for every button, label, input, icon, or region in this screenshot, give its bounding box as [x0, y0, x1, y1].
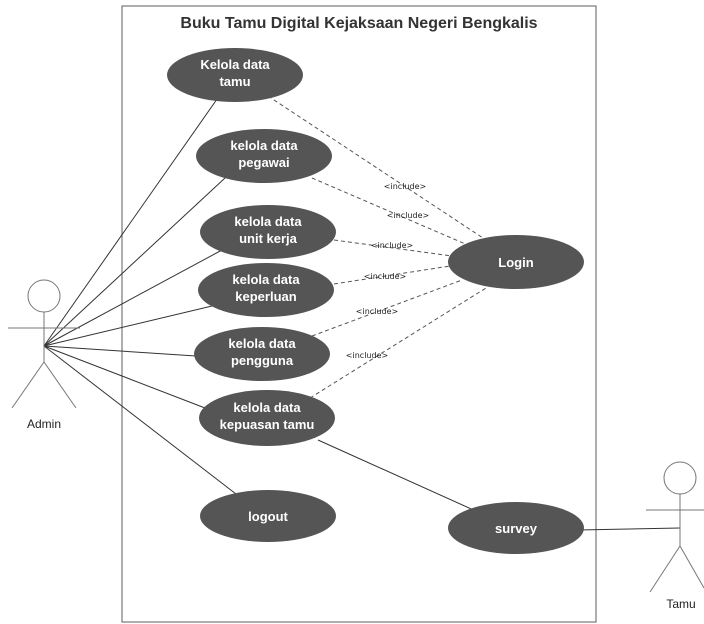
include-label-6: <include> — [346, 351, 388, 360]
usecase-survey: survey — [448, 502, 584, 554]
assoc-admin-kelola-pegawai — [43, 177, 226, 347]
include-label-1: <include> — [384, 182, 426, 191]
usecase-kelola-data-pegawai: kelola data pegawai — [196, 129, 332, 183]
assoc-tamu-survey — [577, 527, 681, 531]
usecase-label-line2: keperluan — [235, 289, 296, 304]
include-relations — [267, 95, 487, 399]
assoc-admin-logout — [43, 345, 237, 495]
usecase-label-line2: pengguna — [231, 353, 294, 368]
usecase-label-line2: tamu — [219, 74, 250, 89]
actor-head — [27, 279, 61, 313]
usecase-kelola-data-kepuasan-tamu: kelola data kepuasan tamu — [199, 390, 335, 446]
usecase-label-line1: kelola data — [234, 214, 302, 229]
include-line-pengguna — [311, 279, 463, 337]
actor-left-leg — [11, 361, 45, 409]
actor-tamu — [646, 461, 704, 593]
include-line-tamu — [267, 95, 487, 241]
include-line-unit-kerja — [333, 239, 453, 257]
include-label-4: <include> — [364, 272, 406, 281]
actor-left-leg — [649, 545, 681, 593]
usecase-label-line1: kelola data — [232, 272, 300, 287]
actor-admin-label: Admin — [27, 417, 61, 431]
system-boundary — [121, 5, 597, 623]
actor-admin — [8, 279, 80, 409]
usecase-label-line2: pegawai — [238, 155, 289, 170]
usecase-kelola-data-tamu: Kelola data tamu — [167, 48, 303, 102]
usecase-kelola-data-unit-kerja: kelola data unit kerja — [200, 205, 336, 259]
usecase-label-line2: unit kerja — [239, 231, 298, 246]
include-line-kepuasan — [309, 287, 487, 399]
usecase-kelola-data-pengguna: kelola data pengguna — [194, 327, 330, 381]
actor-right-leg — [679, 545, 704, 589]
system-title: Buku Tamu Digital Kejaksaan Negeri Bengk… — [180, 15, 537, 32]
usecase-label-line1: kelola data — [228, 336, 296, 351]
actor-tamu-label: Tamu — [666, 597, 695, 611]
usecase-label-line1: Kelola data — [200, 57, 270, 72]
include-line-keperluan — [333, 265, 451, 285]
assoc-admin-kelola-pengguna — [43, 345, 197, 357]
usecase-label: survey — [495, 521, 538, 536]
usecase-label: logout — [248, 509, 288, 524]
include-label-3: <include> — [371, 241, 413, 250]
actor-head — [663, 461, 697, 495]
include-line-pegawai — [311, 177, 471, 247]
assoc-admin-kelola-keperluan — [43, 305, 213, 347]
usecase-label-line2: kepuasan tamu — [220, 417, 315, 432]
include-label-2: <include> — [387, 211, 429, 220]
usecase-logout: logout — [200, 490, 336, 542]
usecase-label-line1: kelola data — [233, 400, 301, 415]
assoc-admin-kelola-unit-kerja — [43, 249, 223, 347]
assoc-admin-kelola-kepuasan — [43, 345, 206, 409]
assoc-kepuasan-survey — [317, 439, 479, 513]
usecase-kelola-data-keperluan: kelola data keperluan — [198, 263, 334, 317]
include-label-5: <include> — [356, 307, 398, 316]
actor-right-leg — [43, 361, 77, 409]
assoc-admin-kelola-tamu — [43, 91, 223, 347]
usecase-label-line1: kelola data — [230, 138, 298, 153]
usecase-label: Login — [498, 255, 533, 270]
admin-associations — [43, 91, 237, 495]
usecase-login: Login — [448, 235, 584, 289]
